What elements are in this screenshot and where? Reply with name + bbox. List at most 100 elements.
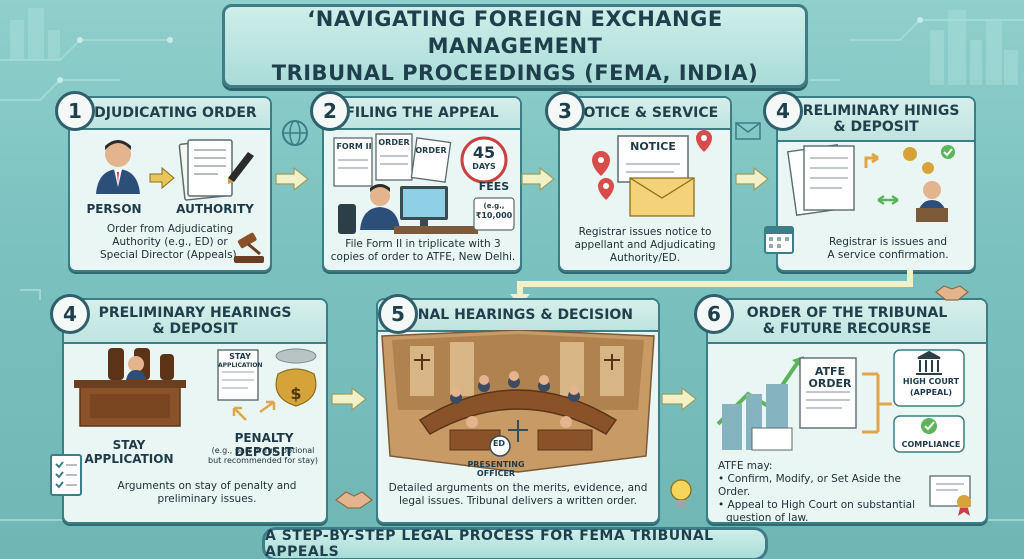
order-doc-label-2: ORDER xyxy=(414,146,448,155)
flow-arrow-2-3 xyxy=(520,166,556,192)
stay-deposit-illustration xyxy=(70,344,320,434)
title-line-1: ‘NAVIGATING FOREIGN EXCHANGE MANAGEMENT xyxy=(225,6,805,60)
step-4a-heading-line-1: PRELIMINARY HINIGS xyxy=(793,103,960,119)
certificate-icon xyxy=(928,472,978,516)
step-5-desc-line: legal issues. Tribunal delivers a writte… xyxy=(388,495,648,508)
step-6-header: ORDER OF THE TRIBUNAL & FUTURE RECOURSE xyxy=(708,300,986,344)
globe-icon xyxy=(280,118,310,148)
flow-arrow-4-5 xyxy=(330,386,370,412)
lightbulb-icon xyxy=(668,478,694,514)
penalty-note-line: (e.g., part or full, optional xyxy=(200,446,326,456)
fees-example-line-2: ₹10,000 xyxy=(474,211,514,220)
step-6-description: ATFE may: • Confirm, Modify, or Set Asid… xyxy=(718,460,918,525)
fees-label: FEES xyxy=(474,180,514,193)
rupee-symbol: $ xyxy=(284,384,308,403)
step-5-header: FINAL HEARINGS & DECISION xyxy=(378,300,658,332)
stay-doc-label-1: STAY xyxy=(220,352,260,361)
high-court-label: HIGH COURT (APPEAL) xyxy=(896,376,966,398)
step-4b-header: PRELIMINARY HEARINGS & DEPOSIT xyxy=(64,300,326,344)
penalty-note-line: but recommended for stay) xyxy=(200,456,326,466)
footer-text: A STEP-BY-STEP LEGAL PROCESS FOR FEMA TR… xyxy=(265,528,765,559)
person-authority-illustration xyxy=(78,132,264,232)
atfe-may-text: ATFE may: xyxy=(718,460,918,473)
step-4b-panel: PRELIMINARY HEARINGS & DEPOSIT STAY APPL… xyxy=(62,298,328,524)
deadline-days-unit: DAYS xyxy=(469,162,499,171)
step-3-heading: NOTICE & SERVICE xyxy=(572,105,718,121)
step-3-desc-line: appellant and Adjudicating xyxy=(564,239,726,252)
step-6-heading-line-2: & FUTURE RECOURSE xyxy=(763,321,931,337)
step-2-description: File Form II in triplicate with 3 copies… xyxy=(330,238,516,264)
mail-icon xyxy=(735,122,761,140)
step-5-number: 5 xyxy=(378,294,418,334)
step-2-header: FILING THE APPEAL xyxy=(324,98,520,130)
officer-label-line: OFFICER xyxy=(456,469,536,478)
step-5-desc-line: Detailed arguments on the merits, eviden… xyxy=(388,482,648,495)
authority-label: AUTHORITY xyxy=(170,202,260,216)
step-4b-desc-line: preliminary issues. xyxy=(92,493,322,506)
step-1-heading: ADJUDICATING ORDER xyxy=(83,105,256,121)
step-4a-header: PRELIMINARY HINIGS & DEPOSIT xyxy=(778,98,974,142)
step-2-desc-line: copies of order to ATFE, New Delhi. xyxy=(330,251,516,264)
step-4a-description: Registrar is issues and A service confir… xyxy=(808,236,968,262)
step-6-panel: ORDER OF THE TRIBUNAL & FUTURE RECOURSE … xyxy=(706,298,988,524)
step-3-desc-line: Authority/ED. xyxy=(564,252,726,265)
hearing-deposit-illustration xyxy=(782,142,970,222)
handshake-icon xyxy=(334,486,374,512)
compliance-label: COMPLIANCE xyxy=(896,440,966,449)
step-4a-desc-line: Registrar is issues and xyxy=(808,236,968,249)
step-4b-number: 4 xyxy=(50,294,90,334)
step-2-panel: FILING THE APPEAL FORM II ORDER O xyxy=(322,96,522,272)
step-3-desc-line: Registrar issues notice to xyxy=(564,226,726,239)
handshake-icon xyxy=(934,280,970,304)
step-6-bullet: • Confirm, Modify, or Set Aside the Orde… xyxy=(718,473,918,499)
notice-doc-label: NOTICE xyxy=(620,140,686,153)
step-4a-heading-line-2: & DEPOSIT xyxy=(833,119,918,135)
officer-label-line: PRESENTING xyxy=(456,460,536,469)
stay-label-line: APPLICATION xyxy=(74,452,184,466)
step-5-description: Detailed arguments on the merits, eviden… xyxy=(388,482,648,508)
stay-label-line: STAY xyxy=(74,438,184,452)
courtroom-illustration xyxy=(380,330,656,476)
step-4b-heading-line-1: PRELIMINARY HEARINGS xyxy=(99,305,292,321)
presenting-officer-label: PRESENTING OFFICER xyxy=(456,460,536,478)
order-doc-label-1: ORDER xyxy=(376,138,412,147)
step-5-heading: FINAL HEARINGS & DECISION xyxy=(403,307,633,323)
step-5-panel: FINAL HEARINGS & DECISION ED PRESENTING … xyxy=(376,298,660,524)
atfe-order-line: ORDER xyxy=(802,378,858,390)
checklist-icon xyxy=(48,452,84,498)
atfe-order-label: ATFE ORDER xyxy=(802,366,858,390)
step-2-desc-line: File Form II in triplicate with 3 xyxy=(330,238,516,251)
step-3-description: Registrar issues notice to appellant and… xyxy=(564,226,726,265)
step-6-bullet: • Appeal to High Court on substantial xyxy=(718,499,918,512)
stay-application-label: STAY APPLICATION xyxy=(74,438,184,466)
flow-arrow-1-2 xyxy=(274,166,310,192)
form-ii-label: FORM II xyxy=(335,142,373,151)
step-4b-desc-line: Arguments on stay of penalty and xyxy=(92,480,322,493)
high-court-line: (APPEAL) xyxy=(896,387,966,398)
calendar-icon xyxy=(762,222,796,256)
step-1-panel: ADJUDICATING ORDER PERSON AUTHORITY Orde… xyxy=(68,96,272,272)
step-2-heading: FILING THE APPEAL xyxy=(345,105,498,121)
order-outcome-illustration xyxy=(712,344,982,454)
gavel-icon xyxy=(230,232,270,266)
title-banner: ‘NAVIGATING FOREIGN EXCHANGE MANAGEMENT … xyxy=(222,4,808,88)
title-line-2: TRIBUNAL PROCEEDINGS (FEMA, INDIA) xyxy=(272,60,759,87)
step-4a-number: 4 xyxy=(763,91,803,131)
step-2-number: 2 xyxy=(310,91,350,131)
step-1-header: ADJUDICATING ORDER xyxy=(70,98,270,130)
step-3-header: NOTICE & SERVICE xyxy=(560,98,730,130)
step-4b-description: Arguments on stay of penalty and prelimi… xyxy=(92,480,322,506)
step-6-heading-line-1: ORDER OF THE TRIBUNAL xyxy=(747,305,948,321)
person-label: PERSON xyxy=(84,202,144,216)
footer-banner: A STEP-BY-STEP LEGAL PROCESS FOR FEMA TR… xyxy=(262,527,768,559)
ed-label: ED xyxy=(489,439,509,448)
step-6-number: 6 xyxy=(694,294,734,334)
high-court-line: HIGH COURT xyxy=(896,376,966,387)
step-3-panel: NOTICE & SERVICE NOTICE Registrar issues… xyxy=(558,96,732,272)
flow-arrow-3-4 xyxy=(734,166,770,192)
step-3-number: 3 xyxy=(545,91,585,131)
step-4a-panel: PRELIMINARY HINIGS & DEPOSIT Registrar i… xyxy=(776,96,976,272)
stay-doc-label-2: APPLICATION xyxy=(218,362,262,369)
penalty-deposit-note: (e.g., part or full, optional but recomm… xyxy=(200,446,326,466)
